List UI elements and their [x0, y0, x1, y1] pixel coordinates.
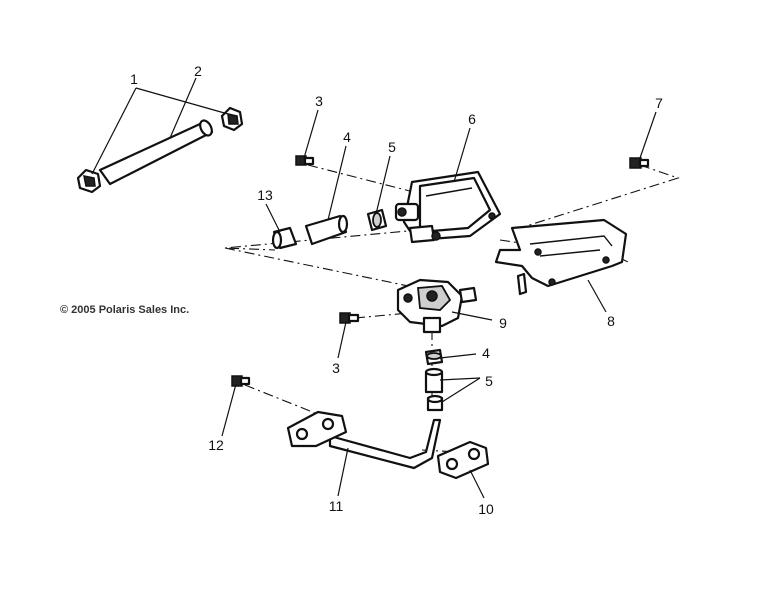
part-3-screw-lower: [339, 312, 360, 324]
callout-3-lower: 3: [332, 360, 340, 376]
callout-2: 2: [194, 63, 202, 79]
part-7-screw: [629, 157, 650, 169]
copyright-text: © 2005 Polaris Sales Inc.: [60, 304, 189, 316]
part-4-5-lower-stack: [424, 348, 444, 412]
part-1-hose-clamps: [76, 106, 244, 194]
part-11-tube: [286, 410, 442, 470]
callout-5-lower: 5: [485, 373, 493, 389]
callout-12: 12: [208, 437, 224, 453]
callout-13: 13: [257, 187, 273, 203]
callout-10: 10: [478, 501, 494, 517]
callout-4-upper: 4: [343, 129, 351, 145]
part-10-gasket: [436, 440, 490, 480]
part-5-grommet-upper: [366, 208, 388, 232]
part-12-screw: [231, 375, 251, 387]
part-3-screw-upper: [295, 155, 315, 166]
part-9-valve: [396, 278, 478, 334]
callout-7: 7: [655, 95, 663, 111]
callout-labels: 1 2 3 4 5 6 7 13 8 9 3 4 5 12 11 10: [130, 63, 663, 517]
callout-9: 9: [499, 315, 507, 331]
callout-4-lower: 4: [482, 345, 490, 361]
callout-3-upper: 3: [315, 93, 323, 109]
part-8-bracket: [494, 218, 628, 296]
callout-8: 8: [607, 313, 615, 329]
part-2-hose: [98, 119, 214, 186]
leader-lines: [91, 77, 657, 499]
callout-5-upper: 5: [388, 139, 396, 155]
part-13-fitting: [271, 226, 298, 250]
callout-11: 11: [329, 498, 344, 514]
part-4-sleeve-upper: [304, 214, 349, 246]
callout-1: 1: [130, 71, 138, 87]
part-6-module: [394, 170, 502, 244]
callout-6: 6: [468, 111, 476, 127]
